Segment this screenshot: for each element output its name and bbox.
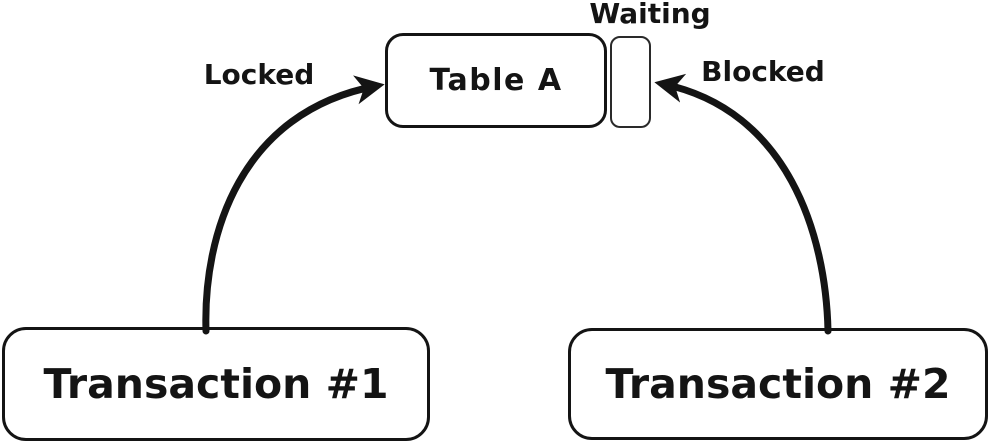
transaction-2-node: Transaction #2 bbox=[568, 328, 988, 440]
transaction-1-node: Transaction #1 bbox=[2, 327, 430, 441]
blocked-edge-label: Blocked bbox=[701, 55, 825, 88]
locked-arrow bbox=[202, 75, 385, 335]
blocked-arrow bbox=[654, 73, 832, 335]
table-a-node: Table A bbox=[385, 33, 607, 128]
table-a-label: Table A bbox=[429, 63, 563, 98]
locked-edge-label: Locked bbox=[203, 58, 315, 91]
transaction-2-label: Transaction #2 bbox=[605, 360, 951, 408]
waiting-slot-node bbox=[610, 36, 651, 128]
waiting-annotation-label: Waiting bbox=[589, 0, 711, 30]
transaction-1-label: Transaction #1 bbox=[43, 360, 389, 408]
